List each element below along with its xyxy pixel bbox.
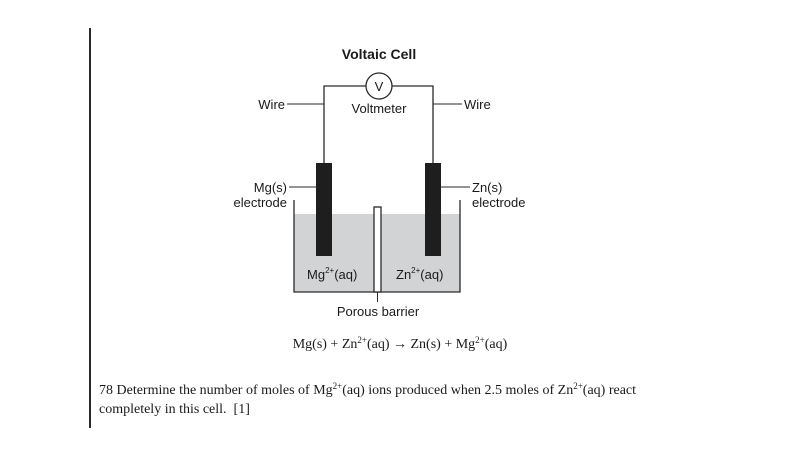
voltmeter-symbol: V bbox=[374, 79, 384, 94]
wire-right-label: Wire bbox=[464, 97, 491, 112]
zn-solution-state: (aq) bbox=[420, 267, 444, 282]
diagram-title: Voltaic Cell bbox=[341, 46, 417, 62]
question-text-b: (aq) ions produced when 2.5 moles of Zn bbox=[342, 383, 574, 398]
zn-solution-label: Zn2+(aq) bbox=[396, 266, 444, 283]
diagram-drawing bbox=[287, 72, 470, 302]
porous-barrier-label: Porous barrier bbox=[336, 304, 420, 319]
equation-zn-charge: 2+ bbox=[357, 335, 367, 345]
margin-rule bbox=[89, 28, 91, 428]
mg-electrode-label: Mg(s) electrode bbox=[205, 180, 287, 210]
zn-electrode-label-line2: electrode bbox=[472, 195, 526, 210]
question-charge-b: 2+ bbox=[573, 381, 583, 391]
mg-solution-ion: Mg bbox=[307, 267, 326, 282]
left-wire bbox=[323, 85, 366, 163]
voltaic-cell-diagram: Voltaic Cell V Voltmeter Wire Wire Mg(s)… bbox=[205, 46, 526, 320]
mg-electrode bbox=[316, 163, 332, 256]
mg-electrode-label-line2: electrode bbox=[233, 195, 287, 210]
question-charge-a: 2+ bbox=[332, 381, 343, 391]
question-text-a: Determine the number of moles of Mg bbox=[116, 383, 333, 398]
equation-part1: Mg(s) + Zn bbox=[292, 337, 358, 352]
equation-mg-charge: 2+ bbox=[475, 335, 485, 345]
voltmeter-icon bbox=[365, 72, 393, 100]
reaction-equation: Mg(s) + Zn2+(aq) → Zn(s) + Mg2+(aq) bbox=[0, 335, 800, 353]
equation-part3: (aq) bbox=[484, 337, 508, 352]
mg-solution-label: Mg2+(aq) bbox=[307, 266, 358, 283]
question-text-c: (aq) react completely in this cell. bbox=[99, 383, 637, 417]
zn-electrode-label: Zn(s) electrode bbox=[472, 180, 525, 210]
question-marks: [1] bbox=[233, 402, 250, 417]
equation-part2: (aq) → Zn(s) + Mg bbox=[366, 337, 476, 352]
zn-electrode-label-line1: Zn(s) bbox=[472, 180, 503, 195]
porous-barrier bbox=[373, 206, 382, 293]
wire-left-label: Wire bbox=[258, 97, 285, 112]
zn-solution-ion: Zn bbox=[396, 267, 412, 282]
right-wire bbox=[392, 85, 434, 163]
zn-solution-charge: 2+ bbox=[411, 266, 421, 275]
mg-electrode-label-line1: Mg(s) bbox=[253, 180, 287, 195]
voltmeter-label: Voltmeter bbox=[351, 101, 407, 116]
zn-electrode bbox=[425, 163, 441, 256]
question-number: 78 bbox=[99, 383, 113, 398]
mg-solution-charge: 2+ bbox=[325, 266, 335, 275]
question-78: 78 Determine the number of moles of Mg2+… bbox=[99, 381, 659, 419]
mg-solution-state: (aq) bbox=[334, 267, 358, 282]
